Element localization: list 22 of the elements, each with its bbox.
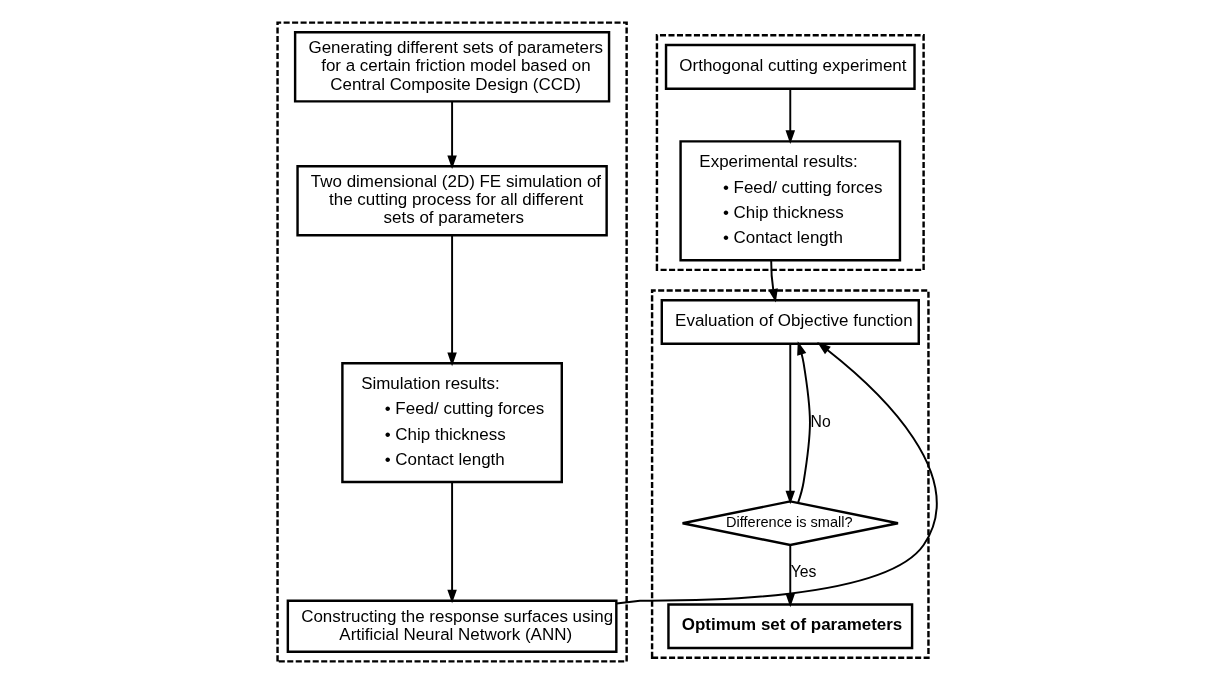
edge-label: No bbox=[810, 412, 831, 430]
arrow bbox=[446, 234, 457, 367]
node-box: Evaluation of Objective function bbox=[660, 298, 920, 346]
cluster bbox=[275, 21, 628, 663]
node-box: Constructing the response surfaces using Artificial Neural Network (ANN) bbox=[286, 599, 618, 653]
arrow bbox=[615, 342, 937, 605]
node-box: Experimental results: • Feed/ cutting forces • Chip thickness • Contact length bbox=[678, 140, 901, 262]
node-box: Optimum set of parameters bbox=[666, 603, 913, 650]
arrow bbox=[785, 544, 795, 608]
node-box: Simulation results: • Feed/ cutting forces • Chip thickness • Contact length bbox=[340, 362, 563, 484]
cluster bbox=[655, 34, 925, 272]
node-diamond: Difference is small? bbox=[680, 500, 899, 547]
arrow bbox=[785, 88, 795, 144]
arrow bbox=[796, 341, 811, 504]
node-box: Orthogonal cutting experiment bbox=[664, 43, 916, 90]
node-box: Generating different sets of parameters for a certain friction model based on Central Composite Design (CCD) bbox=[293, 31, 610, 103]
arrow bbox=[446, 100, 457, 170]
node-box: Two dimensional (2D) FE simulation of the cutting process for all different sets of parameters bbox=[295, 165, 608, 237]
arrow bbox=[768, 259, 778, 303]
edge-label: Yes bbox=[790, 563, 816, 581]
arrow bbox=[785, 343, 795, 505]
arrow bbox=[446, 481, 457, 604]
